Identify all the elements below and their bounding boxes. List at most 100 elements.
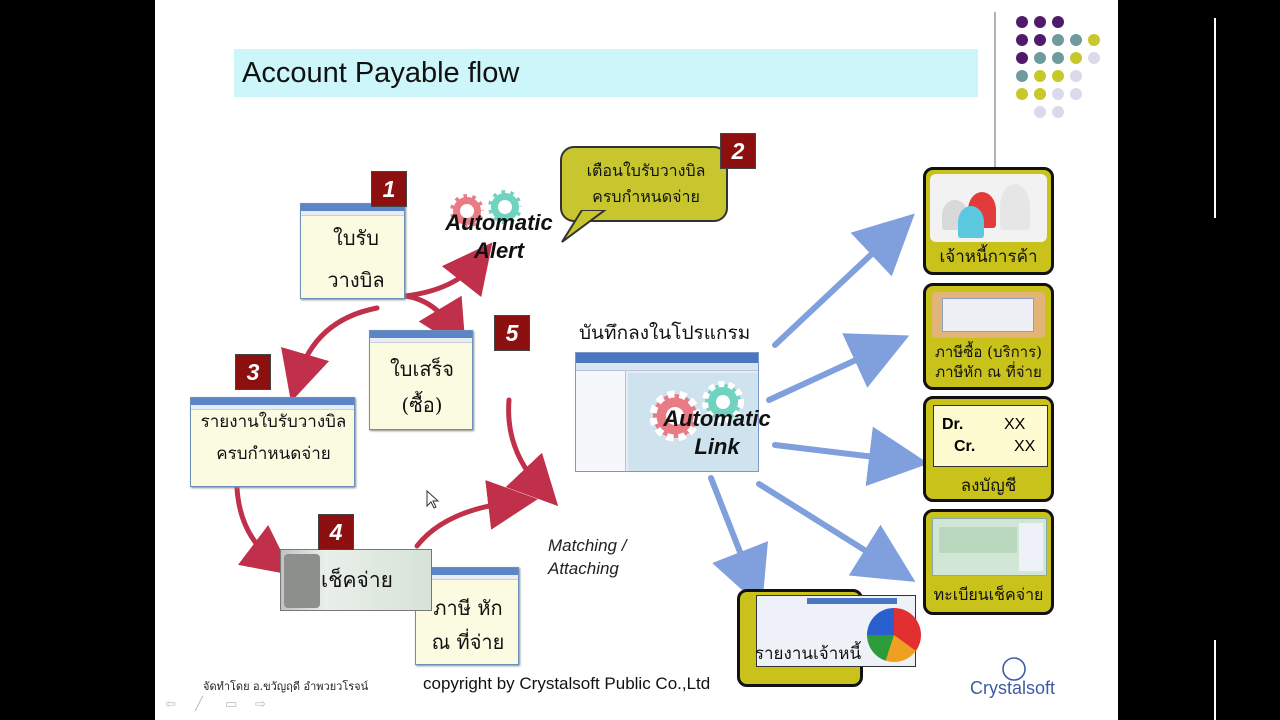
automatic-alert-label-1: Automatic: [445, 210, 553, 235]
footer-credit: จัดทำโดย อ.ขวัญฤดี อำพวยวโรจน์: [203, 680, 369, 693]
footer-copyright: copyright by Crystalsoft Public Co.,Ltd: [423, 674, 711, 693]
cheque-register-thumbnail: [932, 518, 1047, 576]
slide: Account Payable flow: [155, 0, 1118, 720]
step-2-badge: 2: [720, 133, 756, 169]
decor-dot: [1034, 16, 1046, 28]
cheque-register-label: ทะเบียนเช็คจ่าย: [933, 585, 1044, 604]
matching-line-1: Matching /: [548, 536, 627, 555]
step-4-badge: 4: [318, 514, 354, 550]
arrow-report-to-cheque: [234, 485, 293, 576]
decor-dot: [1016, 52, 1028, 64]
decor-dot: [1070, 88, 1082, 100]
automatic-link-label-2: Link: [694, 434, 740, 459]
decor-dot: [1052, 70, 1064, 82]
journal-dr-value: XX: [1004, 416, 1026, 433]
flow-arrows: [234, 213, 929, 608]
decor-dot: [1016, 34, 1028, 46]
withholding-tax-doc[interactable]: ภาษี หัก ณ ที่จ่าย: [415, 567, 519, 665]
decor-dot: [1052, 34, 1064, 46]
matching-line-2: Attaching: [548, 559, 619, 578]
receipt-purchase-label-1: ใบเสร็จ: [390, 357, 454, 381]
right-bar-line-bottom: [1214, 640, 1216, 720]
creditor-report-thumbnail: [756, 595, 921, 667]
people-icon: [930, 174, 1047, 242]
matching-label: Matching / Attaching: [548, 534, 626, 580]
arrow-to-ledger: [772, 426, 929, 487]
alert-bubble-line-1: เตือนใบรับวางบิล: [586, 161, 706, 180]
menu-icon[interactable]: ▭: [225, 697, 238, 712]
decor-dot: [1016, 88, 1028, 100]
automatic-link-label-1: Automatic: [663, 406, 771, 431]
arrow-to-creditor: [772, 213, 915, 348]
decor-dot: [1034, 88, 1046, 100]
crystalsoft-logo-icon: [1002, 657, 1026, 681]
receipt-purchase-doc[interactable]: ใบเสร็จ (ซื้อ): [369, 330, 473, 430]
step-3-badge: 3: [235, 354, 271, 390]
nav-next-icon[interactable]: ⇨: [255, 697, 266, 712]
arrow-invoice-to-report: [281, 305, 380, 402]
arrow-to-cheque-register: [756, 481, 916, 582]
creditor-label: เจ้าหนี้การค้า: [939, 247, 1038, 267]
creditor-panel[interactable]: เจ้าหนี้การค้า: [923, 167, 1054, 275]
automatic-alert-label-2: Alert: [473, 238, 525, 263]
right-bar-line: [1214, 18, 1216, 218]
decor-dot: [1070, 70, 1082, 82]
tax-label-1: ภาษีซื้อ (บริการ): [935, 343, 1042, 361]
alert-bubble-line-2: ครบกำหนดจ่าย: [592, 187, 700, 206]
decor-dot: [1034, 70, 1046, 82]
tax-document-thumbnail: [932, 292, 1045, 338]
report-due-label-2: ครบกำหนดจ่าย: [216, 444, 331, 464]
gear-icon: [447, 187, 525, 231]
arrow-receipt-to-matching: [505, 397, 559, 507]
decor-dot: [1052, 16, 1064, 28]
decor-dot: [1052, 88, 1064, 100]
alert-bubble-text: เตือนใบรับวางบิล ครบกำหนดจ่าย: [562, 158, 730, 210]
withholding-tax-label-2: ณ ที่จ่าย: [431, 630, 505, 654]
step-5-badge: 5: [494, 315, 530, 351]
decor-dot: [1052, 52, 1064, 64]
decor-dot: [1034, 106, 1046, 118]
nav-prev-icon[interactable]: ⇦: [165, 697, 176, 712]
right-black-bar: [1118, 0, 1280, 720]
tax-panel[interactable]: ภาษีซื้อ (บริการ) ภาษีหัก ณ ที่จ่าย: [923, 283, 1054, 390]
bubble-tail: [561, 210, 607, 243]
invoice-receipt-label-2: วางบิล: [327, 268, 385, 292]
arrow-cheque-to-matching: [414, 480, 538, 549]
tax-label-2: ภาษีหัก ณ ที่จ่าย: [935, 363, 1042, 381]
step-1-badge: 1: [371, 171, 407, 207]
decor-dot: [1016, 16, 1028, 28]
decor-dot: [1070, 34, 1082, 46]
pen-icon[interactable]: ╱: [195, 697, 203, 712]
arrow-invoice-to-receipt: [402, 293, 466, 352]
invoice-receipt-doc[interactable]: ใบรับ วางบิล: [300, 203, 405, 299]
receipt-purchase-label-2: (ซื้อ): [401, 393, 443, 417]
arrow-invoice-to-alert: [402, 242, 493, 299]
decor-dot: [1016, 70, 1028, 82]
decor-dot: [1088, 52, 1100, 64]
journal-dr: Dr.: [942, 416, 964, 433]
cheque-portrait: [284, 554, 320, 608]
report-due-doc[interactable]: รายงานใบรับวางบิล ครบกำหนดจ่าย: [190, 397, 355, 487]
mouse-cursor-icon: [426, 490, 440, 509]
withholding-tax-label-1: ภาษี หัก: [433, 596, 503, 620]
title-bar: Account Payable flow: [234, 49, 978, 97]
creditor-report-panel[interactable]: รายงานเจ้าหนี้: [737, 589, 921, 687]
creditor-report-label: รายงานเจ้าหนี้: [754, 644, 862, 664]
crystalsoft-logo: Crystalsoft: [970, 678, 1056, 698]
decor-dot: [1070, 52, 1082, 64]
cheque-doc[interactable]: เช็คจ่าย: [280, 549, 432, 611]
journal-cr-value: XX: [1014, 438, 1036, 455]
decor-dot: [1034, 52, 1046, 64]
journal-cr: Cr.: [954, 438, 976, 455]
report-due-label-1: รายงานใบรับวางบิล: [200, 412, 347, 432]
pie-chart-icon: [867, 608, 921, 662]
cheque-register-panel[interactable]: ทะเบียนเช็คจ่าย: [923, 509, 1054, 615]
record-program-label: บันทึกลงในโปรแกรม: [579, 322, 751, 344]
link-gear-icon: [649, 381, 744, 442]
invoice-receipt-label-1: ใบรับ: [333, 226, 379, 250]
cheque-label: เช็คจ่าย: [321, 568, 393, 592]
decor-dot: [1052, 106, 1064, 118]
decor-dot: [1088, 34, 1100, 46]
ledger-panel[interactable]: Dr. XX Cr. XX ลงบัญชี: [923, 396, 1054, 502]
decor-divider: [994, 12, 996, 167]
